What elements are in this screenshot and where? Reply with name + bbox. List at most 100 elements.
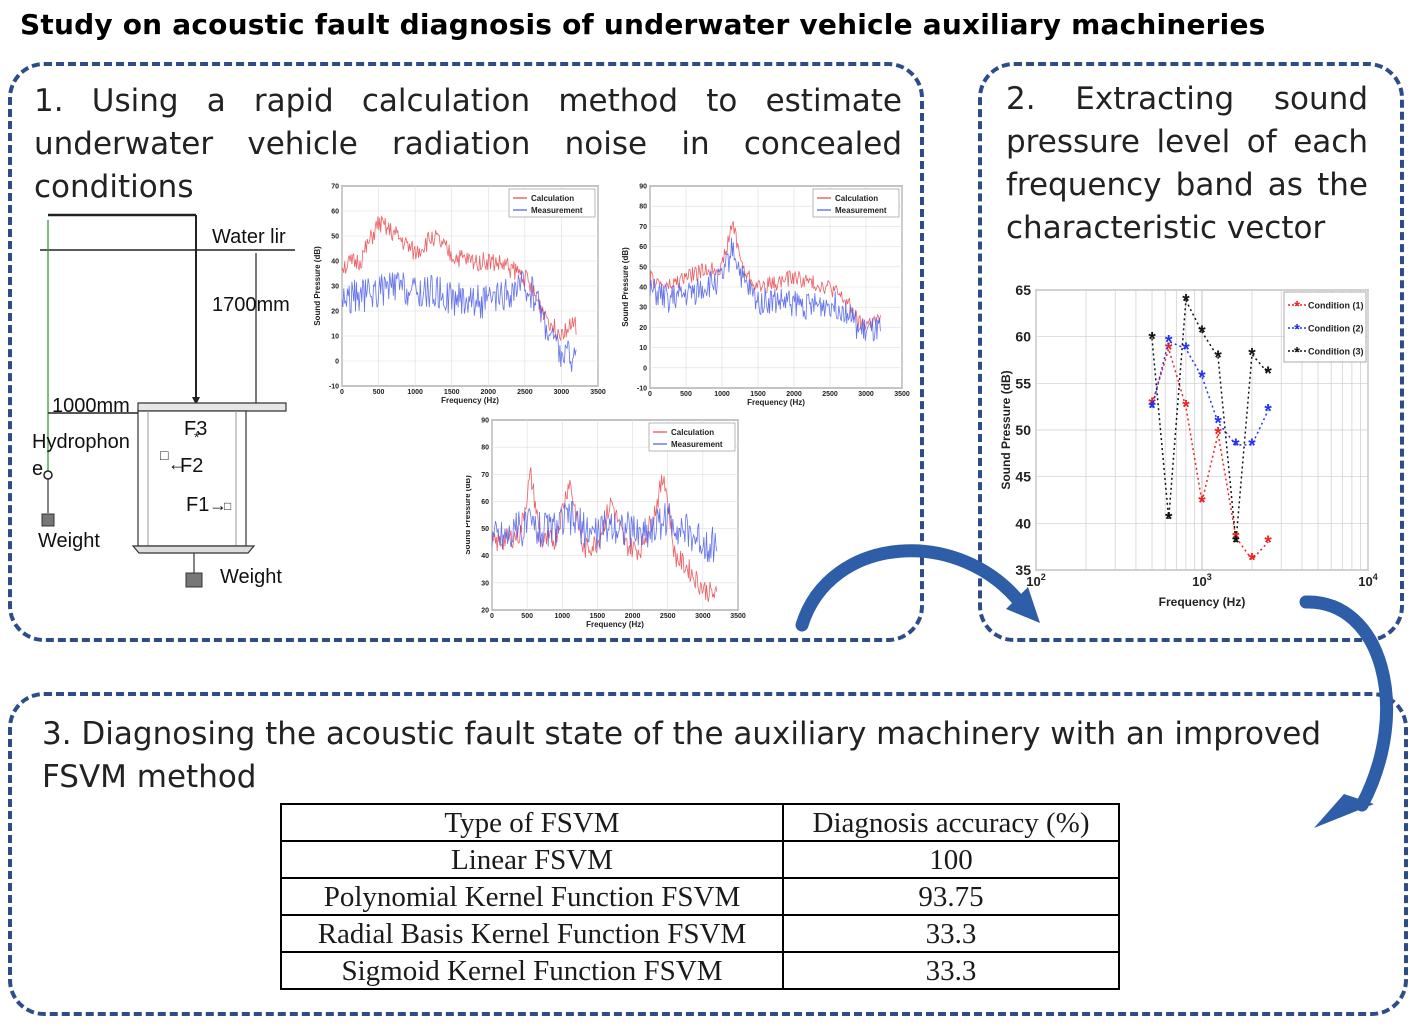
y-tick-label: 90	[481, 418, 489, 425]
test-setup-schematic: □ * □ Water lir 1700mm 1000mm Hydrophon …	[32, 213, 295, 588]
legend-entry: Measurement	[671, 440, 723, 449]
x-tick-label: 3500	[894, 391, 910, 398]
x-tick-label: 2500	[822, 391, 838, 398]
y-tick-label: 70	[331, 184, 339, 191]
legend-marker: *	[1294, 298, 1300, 315]
data-point: *	[1214, 348, 1222, 369]
x-tick-label: 0	[340, 389, 344, 396]
arrow-to-panel-2	[795, 544, 1040, 632]
hydrophone-label: Hydrophon	[32, 431, 130, 453]
x-axis-label: Frequency (Hz)	[1159, 595, 1246, 609]
y-tick-label: 50	[1015, 422, 1031, 438]
y-tick-label: 40	[1015, 515, 1031, 531]
data-point: *	[1182, 291, 1190, 312]
hydrophone-label-end: e	[32, 458, 43, 480]
legend-entry: Condition (3)	[1308, 347, 1364, 357]
legend-entry: Calculation	[531, 194, 574, 203]
svg-text:□: □	[160, 447, 169, 463]
y-tick-label: 20	[481, 608, 489, 615]
data-point: *	[1198, 368, 1206, 389]
table-cell: 33.3	[782, 951, 1120, 990]
series-line	[341, 270, 577, 372]
y-tick-label: 60	[481, 499, 489, 506]
y-tick-label: 30	[481, 580, 489, 587]
y-tick-label: 40	[481, 553, 489, 560]
x-tick-label: 500	[680, 391, 692, 398]
table-cell: Radial Basis Kernel Function FSVM	[280, 914, 784, 953]
table-cell: 33.3	[782, 914, 1120, 953]
legend-box	[508, 188, 596, 218]
x-tick-label: 500	[521, 613, 533, 620]
x-tick-label: 2000	[625, 613, 641, 620]
data-point: *	[1148, 399, 1156, 420]
y-tick-label: 50	[331, 234, 339, 241]
x-tick-label: 2000	[786, 391, 802, 398]
legend-entry: Measurement	[835, 206, 887, 215]
x-tick-label: 2500	[660, 613, 676, 620]
x-tick-label: 3000	[695, 613, 711, 620]
x-tick-label: 1000	[554, 613, 570, 620]
y-tick-label: 0	[643, 365, 647, 372]
table-row: Sigmoid Kernel Function FSVM 33.3	[280, 951, 1120, 990]
y-tick-label: 40	[331, 259, 339, 266]
x-axis-label: Frequency (Hz)	[747, 398, 805, 407]
x-tick-label: 500	[373, 389, 385, 396]
data-point: *	[1182, 340, 1190, 361]
legend-entry: Calculation	[671, 428, 714, 437]
page-title: Study on acoustic fault diagnosis of und…	[20, 8, 1266, 41]
y-axis-label: Sound Pressure (dB)	[999, 370, 1013, 489]
series-line	[491, 500, 718, 563]
y-tick-label: 30	[639, 305, 647, 312]
y-tick-label: 50	[481, 526, 489, 533]
y-tick-label: 45	[1015, 469, 1031, 485]
panel-2-text: 2. Extracting sound pressure level of ea…	[1006, 81, 1368, 246]
data-point: *	[1214, 425, 1222, 446]
f1-label: F1	[186, 494, 209, 516]
depth-label: 1700mm	[212, 294, 290, 316]
data-point: *	[1264, 364, 1272, 385]
data-point: *	[1214, 414, 1222, 435]
y-tick-label: 80	[481, 445, 489, 452]
y-tick-label: 60	[1015, 329, 1031, 345]
x-tick-label: 3500	[590, 389, 606, 396]
x-axis-label: Frequency (Hz)	[586, 620, 644, 629]
legend-marker: *	[1294, 321, 1300, 338]
legend-box	[648, 422, 736, 452]
series-line	[649, 237, 881, 342]
table-cell: Linear FSVM	[280, 840, 784, 879]
x-tick-label: 2500	[517, 389, 533, 396]
table-cell: 100	[782, 840, 1120, 879]
legend-entry: Condition (1)	[1308, 301, 1364, 311]
weight-label-bottom: Weight	[220, 566, 282, 588]
legend-box	[812, 188, 900, 218]
x-tick-label: 0	[648, 391, 652, 398]
x-tick-label: 0	[490, 613, 494, 620]
panel-2	[978, 62, 1404, 642]
data-point: *	[1165, 340, 1173, 361]
legend-marker: *	[1294, 344, 1300, 361]
table-row: Radial Basis Kernel Function FSVM 33.3	[280, 914, 1120, 953]
data-point: *	[1165, 332, 1173, 353]
y-tick-label: 10	[639, 345, 647, 352]
data-point: *	[1198, 493, 1206, 514]
legend-entry: Calculation	[835, 194, 878, 203]
panel-1-text: 1. Using a rapid calculation method to e…	[34, 83, 902, 205]
arrow-to-panel-3	[1299, 595, 1394, 828]
y-tick-label: 50	[639, 264, 647, 271]
table-header-cell: Type of FSVM	[280, 803, 784, 842]
x-tick-label: 103	[1192, 572, 1211, 589]
series-line	[1151, 340, 1269, 446]
svg-text:←: ←	[168, 454, 186, 474]
y-tick-label: 70	[639, 224, 647, 231]
data-point: *	[1232, 533, 1240, 554]
svg-text:*: *	[194, 429, 200, 445]
table-row: Polynomial Kernel Function FSVM 93.75	[280, 877, 1120, 916]
data-point: *	[1264, 401, 1272, 422]
y-tick-label: 40	[639, 285, 647, 292]
y-tick-label: -10	[637, 386, 647, 393]
y-tick-label: 80	[639, 204, 647, 211]
legend-entry: Condition (2)	[1308, 324, 1364, 334]
x-tick-label: 2000	[480, 389, 496, 396]
